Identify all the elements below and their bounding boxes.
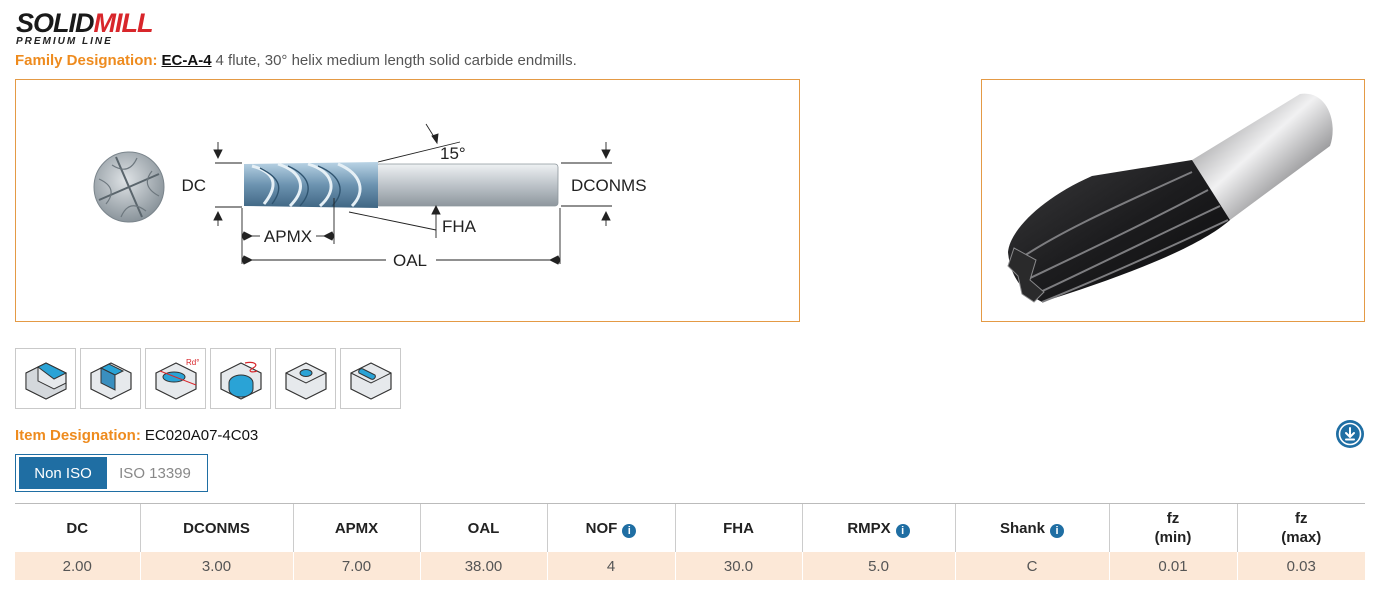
cell-fha: 30.0 xyxy=(674,552,802,580)
label-dc: DC xyxy=(181,176,206,195)
solidmill-logo: SOLIDMILL PREMIUM LINE xyxy=(16,8,154,48)
endmill-photo xyxy=(1007,93,1333,303)
endmill-photo-panel xyxy=(981,79,1365,322)
header-dc: DC xyxy=(15,503,140,552)
cell-rmpx: 5.0 xyxy=(801,552,955,580)
plunging-icon xyxy=(284,361,327,400)
slotting-icon xyxy=(89,361,132,400)
nof-info-icon[interactable]: i xyxy=(622,523,637,538)
label-oal: OAL xyxy=(393,251,427,270)
non-iso-option[interactable]: Non ISO xyxy=(19,457,107,489)
endmill-dimension-drawing: DC DCONMS APMX FHA OAL 15° xyxy=(93,123,647,270)
header-apmx: APMX xyxy=(292,503,420,552)
cell-shank: C xyxy=(954,552,1109,580)
end-view xyxy=(93,151,165,223)
shoulder-milling-button[interactable] xyxy=(15,348,76,409)
download-icon xyxy=(1338,422,1362,446)
header-dconms: DCONMS xyxy=(139,503,293,552)
operations-list: Rd° xyxy=(15,348,401,409)
header-fz-max: fz(max) xyxy=(1236,503,1365,552)
pocket-milling-button[interactable] xyxy=(340,348,401,409)
logo-subtitle: PREMIUM LINE xyxy=(16,36,113,47)
pocket-milling-icon xyxy=(349,361,392,400)
family-label: Family Designation: xyxy=(15,52,158,69)
item-value: EC020A07-4C03 xyxy=(144,427,259,444)
logo-solid: SOLID xyxy=(16,8,95,38)
plunging-button[interactable] xyxy=(275,348,336,409)
family-description: 4 flute, 30° helix medium length solid c… xyxy=(215,52,577,69)
rmpx-info-icon[interactable]: i xyxy=(895,523,910,538)
item-label: Item Designation: xyxy=(15,427,141,444)
cell-fz-min: 0.01 xyxy=(1108,552,1237,580)
download-button[interactable] xyxy=(1336,420,1364,448)
standard-toggle: Non ISO ISO 13399 xyxy=(15,454,208,492)
header-oal: OAL xyxy=(419,503,547,552)
cell-fz-max: 0.03 xyxy=(1236,552,1365,580)
cell-apmx: 7.00 xyxy=(292,552,420,580)
label-apmx: APMX xyxy=(264,227,312,246)
ramping-button[interactable]: Rd° xyxy=(145,348,206,409)
technical-drawing-panel: DC DCONMS APMX FHA OAL 15° xyxy=(15,79,800,322)
shoulder-milling-icon xyxy=(24,361,67,400)
label-helix-angle: 15° xyxy=(440,144,466,163)
cell-nof: 4 xyxy=(546,552,675,580)
table-row: 2.00 3.00 7.00 38.00 4 30.0 5.0 C 0.01 0… xyxy=(15,552,1365,580)
label-fha: FHA xyxy=(442,217,477,236)
cell-oal: 38.00 xyxy=(419,552,547,580)
header-fz-min: fz(min) xyxy=(1108,503,1237,552)
header-fha: FHA xyxy=(674,503,802,552)
ramp-angle-label: Rd° xyxy=(186,358,199,367)
shank-info-icon[interactable]: i xyxy=(1050,523,1064,538)
ramping-icon: Rd° xyxy=(154,358,199,400)
helical-interpolation-icon xyxy=(219,361,262,400)
label-dconms: DCONMS xyxy=(571,176,647,195)
iso-13399-option[interactable]: ISO 13399 xyxy=(119,464,191,482)
slotting-button[interactable] xyxy=(80,348,141,409)
cell-dc: 2.00 xyxy=(15,552,140,580)
item-designation: Item Designation:EC020A07-4C03 xyxy=(15,427,258,444)
family-code-link[interactable]: EC-A-4 xyxy=(161,52,212,69)
cell-dconms: 3.00 xyxy=(139,552,293,580)
helical-interpolation-button[interactable] xyxy=(210,348,271,409)
logo-mill: MILL xyxy=(93,8,154,38)
